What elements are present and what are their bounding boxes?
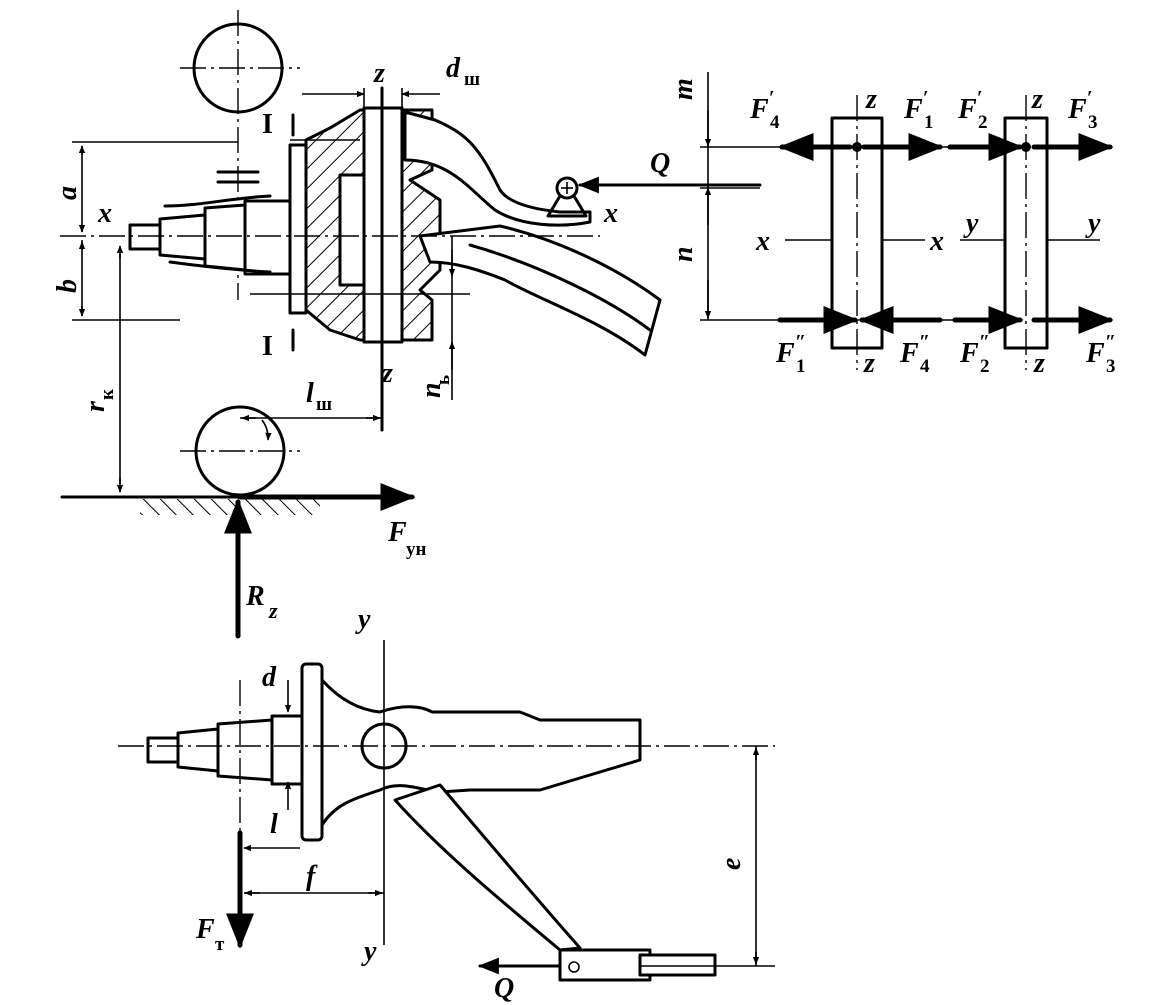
wheel-on-ground bbox=[60, 405, 416, 639]
knuckle-lower-arm bbox=[393, 783, 582, 952]
top-view bbox=[60, 10, 662, 493]
force-q-top-label: Q bbox=[650, 148, 670, 179]
bar2-f3-prime-sup: ′ bbox=[1087, 87, 1093, 109]
bar1-f4-dprime-letter: F bbox=[899, 338, 919, 369]
dim-l-small-label: l bbox=[270, 809, 278, 840]
lower-view bbox=[118, 640, 775, 982]
bar1-f1-prime-letter: F bbox=[903, 94, 923, 125]
bar1-f4-prime-letter: F bbox=[749, 94, 769, 125]
force-rz-label: R bbox=[245, 581, 265, 612]
bar2-f2-dprime-letter: F bbox=[959, 338, 979, 369]
dim-d-sub: ш bbox=[464, 69, 480, 90]
ball-joint bbox=[555, 176, 579, 200]
flange bbox=[288, 143, 308, 315]
dim-l-label: l bbox=[306, 378, 314, 409]
bar2-f2-prime-letter: F bbox=[957, 94, 977, 125]
bar2-f3-dprime-sub: 3 bbox=[1106, 356, 1116, 377]
axis-y-top: y bbox=[355, 604, 371, 635]
axis-z-top: z bbox=[373, 58, 385, 89]
bar2-f3-dprime-sup: ″ bbox=[1105, 331, 1116, 353]
dim-n-right-label: n bbox=[668, 246, 699, 262]
spindle bbox=[128, 199, 292, 276]
dim-d-label: d bbox=[446, 53, 461, 84]
force-diagram bbox=[700, 72, 1114, 370]
bar2-f2-prime-sub: 2 bbox=[978, 112, 988, 133]
bar1-f4-prime-sub: 4 bbox=[770, 112, 780, 133]
bar1-f4-prime-sup: ′ bbox=[769, 87, 775, 109]
bar2-f2-dprime-sub: 2 bbox=[980, 356, 990, 377]
bar2-f2-prime-sup: ′ bbox=[977, 87, 983, 109]
bar2-axis-y-right: y bbox=[1085, 208, 1101, 239]
dim-a-label: a bbox=[52, 186, 83, 200]
bar1-f1-dprime-sub: 1 bbox=[796, 356, 806, 377]
bar1-axis-z-top: z bbox=[865, 84, 877, 115]
bar1-axis-x-right: x bbox=[929, 226, 944, 257]
bar1-f1-prime-sup: ′ bbox=[923, 87, 929, 109]
dim-l-sub: ш bbox=[316, 394, 332, 415]
bar2-f3-prime-sub: 3 bbox=[1088, 112, 1098, 133]
bar1-f1-prime-sub: 1 bbox=[924, 112, 934, 133]
dim-e-label: e bbox=[716, 858, 747, 870]
dim-n-sub: ь bbox=[433, 375, 454, 385]
section-mark-bottom: I bbox=[262, 331, 273, 362]
axis-x-right: x bbox=[603, 198, 618, 229]
dim-d-small-label: d bbox=[262, 662, 277, 693]
force-ft-label: F bbox=[195, 914, 215, 945]
force-ft-sub: т bbox=[215, 934, 225, 955]
bar2-f3-dprime-letter: F bbox=[1085, 338, 1105, 369]
upper-arm bbox=[403, 110, 592, 227]
bar1-axis-x-left: x bbox=[755, 226, 770, 257]
force-q-bottom-label: Q bbox=[494, 973, 514, 1004]
dim-r-sub: к bbox=[97, 389, 118, 400]
lower-arm bbox=[418, 224, 662, 357]
bar2-axis-z-top: z bbox=[1031, 84, 1043, 115]
dim-n-label: n bbox=[416, 382, 447, 398]
force-fyn-label: F bbox=[387, 517, 407, 548]
bar1-f1-dprime-letter: F bbox=[775, 338, 795, 369]
dim-m-label: m bbox=[668, 78, 699, 100]
dim-f-label: f bbox=[306, 861, 318, 892]
bar1-f1-dprime-sup: ″ bbox=[795, 331, 806, 353]
force-rz-sub: z bbox=[268, 598, 278, 623]
axis-x-left: x bbox=[97, 198, 112, 229]
dim-r-label: r bbox=[80, 400, 111, 412]
bar1-axis-z-bottom: z bbox=[863, 348, 875, 379]
bar2-f2-dprime-sup: ″ bbox=[979, 331, 990, 353]
bar1-f4-dprime-sub: 4 bbox=[920, 356, 930, 377]
axis-y-bottom: y bbox=[361, 936, 377, 967]
bar1-f4-dprime-sup: ″ bbox=[919, 331, 930, 353]
section-mark-top: I bbox=[262, 109, 273, 140]
axis-z-bottom: z bbox=[381, 358, 393, 389]
force-fyn-sub: ун bbox=[406, 539, 427, 560]
knuckle-side-body bbox=[320, 678, 642, 827]
bar2-f3-prime-letter: F bbox=[1067, 94, 1087, 125]
lower-flange bbox=[300, 662, 324, 842]
bar2-axis-z-bottom: z bbox=[1033, 348, 1045, 379]
dim-b-label: b bbox=[52, 279, 83, 293]
bar2-axis-y-left: y bbox=[963, 208, 979, 239]
